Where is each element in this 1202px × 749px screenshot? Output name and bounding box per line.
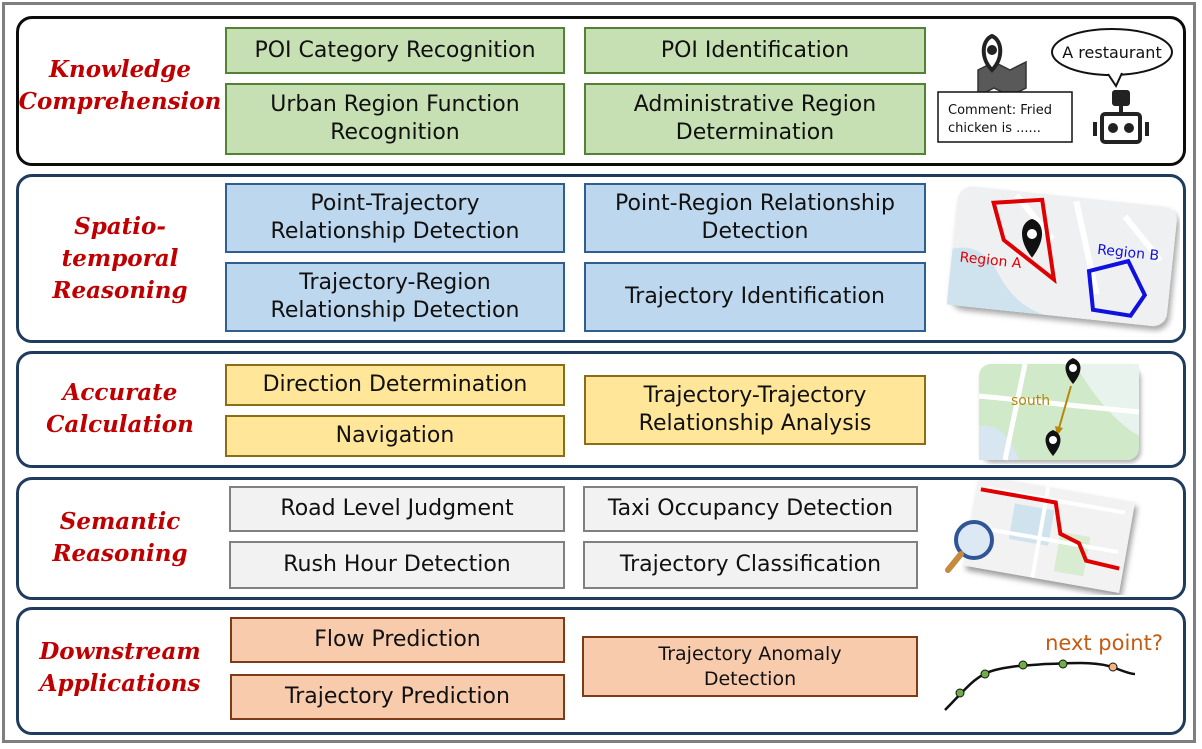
predicted-point (1108, 662, 1118, 672)
region-b-label: Region B (1096, 242, 1159, 264)
robot-icon (1093, 90, 1149, 144)
region-a-label: Region A (959, 250, 1023, 272)
magnifier-icon (945, 520, 994, 573)
task-point-region-relationship-detection: Point-Region Relationship Detection (584, 183, 926, 253)
section-label-semantic-reasoning: Semantic Reasoning (52, 508, 188, 567)
trajectory-point (955, 688, 965, 698)
location-marker-icon (1065, 358, 1081, 384)
task-administrative-region-determination: Administrative Region Determination (584, 83, 926, 155)
section-label-knowledge-comprehension: Knowledge Comprehension (18, 56, 222, 115)
illustration-knowledge: A restaurant Comment: Fried chicken is .… (937, 28, 1173, 144)
trajectory-point (980, 669, 990, 679)
illustration-next-point: next point? (944, 631, 1163, 711)
task-trajectory-trajectory-relationship-analysis: Trajectory-Trajectory Relationship Analy… (584, 375, 926, 445)
task-navigation: Navigation (225, 415, 565, 457)
task-trajectory-classification: Trajectory Classification (583, 541, 918, 589)
task-taxi-occupancy-detection: Taxi Occupancy Detection (583, 486, 918, 532)
task-urban-region-function-recognition: Urban Region Function Recognition (225, 83, 565, 155)
task-direction-determination: Direction Determination (225, 364, 565, 406)
illustration-route-search (945, 480, 1135, 593)
task-poi-identification: POI Identification (584, 27, 926, 74)
comment-text: Comment: Fried chicken is ...... (948, 103, 1056, 136)
task-point-trajectory-relationship-detection: Point-Trajectory Relationship Detection (225, 183, 565, 253)
location-marker-icon (1045, 430, 1061, 456)
task-poi-category-recognition: POI Category Recognition (225, 27, 565, 74)
task-trajectory-anomaly-detection: Trajectory Anomaly Detection (582, 636, 918, 697)
comment-box (937, 91, 1073, 143)
task-rush-hour-detection: Rush Hour Detection (229, 541, 565, 589)
section-label-downstream-applications: Downstream Applications (39, 638, 201, 697)
task-road-level-judgment: Road Level Judgment (229, 486, 565, 532)
trajectory-point (1018, 660, 1028, 670)
section-label-spatio-temporal-reasoning: Spatio-temporal Reasoning (52, 213, 188, 304)
speech-bubble-text: A restaurant (1062, 43, 1161, 62)
next-point-caption: next point? (1045, 631, 1163, 655)
trajectory-path (944, 661, 1136, 711)
map-pin-icon (977, 33, 1027, 98)
task-trajectory-prediction: Trajectory Prediction (230, 674, 565, 720)
location-marker-icon (1022, 218, 1042, 258)
task-flow-prediction: Flow Prediction (230, 617, 565, 663)
task-trajectory-identification: Trajectory Identification (584, 262, 926, 332)
illustration-regions-map: Region A Region B (946, 186, 1177, 327)
task-trajectory-region-relationship-detection: Trajectory-Region Relationship Detection (225, 262, 565, 332)
illustration-direction-map: south (978, 358, 1140, 461)
trajectory-point (1058, 659, 1068, 669)
direction-label: south (1011, 393, 1050, 409)
section-label-accurate-calculation: Accurate Calculation (46, 379, 194, 438)
